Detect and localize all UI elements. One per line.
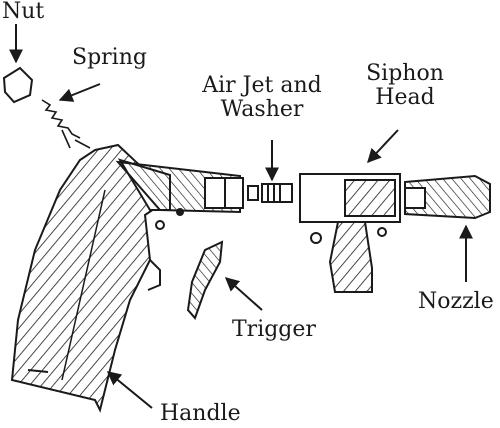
label-siphon-head: Siphon Head xyxy=(360,62,450,110)
nut-part xyxy=(2,66,34,104)
siphon-head-arrow xyxy=(367,129,399,164)
label-air-jet: Air Jet and Washer xyxy=(188,74,336,122)
body-barrel xyxy=(115,160,244,230)
handle-arrow xyxy=(106,371,153,409)
label-siphon-line2: Head xyxy=(375,85,435,110)
siphon-head-part xyxy=(299,173,401,293)
trigger-part xyxy=(186,240,224,320)
spring-part xyxy=(41,99,91,149)
air-jet-washer-part xyxy=(247,183,293,203)
trigger-arrow xyxy=(224,277,263,311)
label-air-jet-line2: Washer xyxy=(220,97,304,122)
label-trigger: Trigger xyxy=(232,317,316,342)
nozzle-part xyxy=(404,174,491,220)
label-air-jet-line1: Air Jet and xyxy=(202,73,322,98)
spring-arrow xyxy=(58,83,101,102)
label-spring: Spring xyxy=(72,45,147,70)
label-nozzle: Nozzle xyxy=(418,289,494,314)
label-handle: Handle xyxy=(160,401,241,426)
label-nut: Nut xyxy=(2,0,45,24)
label-siphon-line1: Siphon xyxy=(366,61,444,86)
